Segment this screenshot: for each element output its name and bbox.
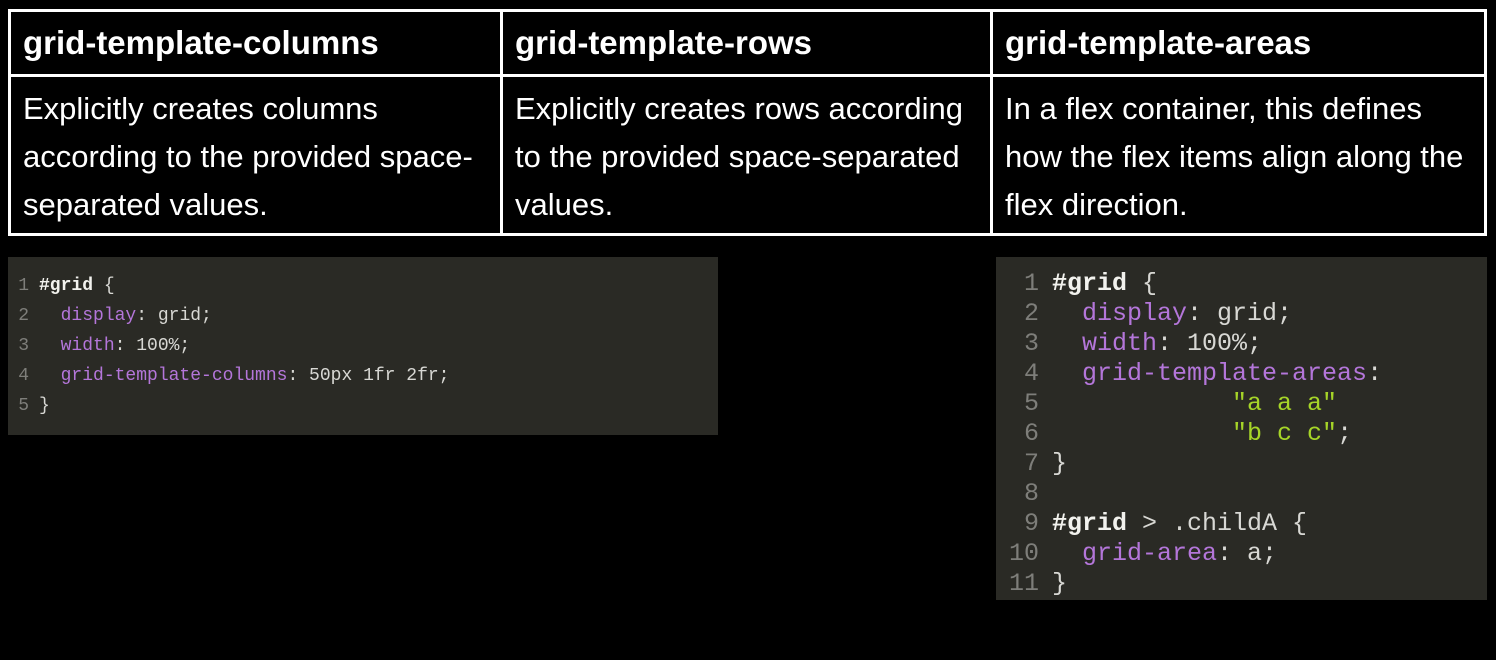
line-number: 5 [18,396,29,416]
line-number: 1 [18,276,29,296]
code-token-plain: : 50px 1fr 2fr; [287,366,450,386]
code-token-plain [39,366,61,386]
line-number: 1 [1023,269,1039,298]
table-header-grid-template-columns: grid-template-columns [8,9,503,77]
code-block-grid-template-areas: 1#grid {2 display: grid;3 width: 100%;4 … [996,257,1487,600]
code-line: 3 width: 100%; [17,331,718,361]
code-block-grid-template-columns: 1#grid {2 display: grid;3 width: 100%;4 … [8,257,718,435]
code-examples-row: 1#grid {2 display: grid;3 width: 100%;4 … [8,257,1487,600]
code-line: 10 grid-area: a; [1008,539,1487,569]
code-token-plain [1052,419,1232,448]
line-number: 11 [1008,569,1039,598]
line-number: 4 [1023,359,1039,388]
code-token-selector: #grid [1052,269,1128,298]
line-number: 4 [18,366,29,386]
code-token-plain: { [93,276,115,296]
code-token-plain: } [39,396,50,416]
code-line: 1 #grid { [1008,269,1487,299]
code-token-selector: #grid [39,276,94,296]
code-token-plain [1052,359,1082,388]
code-line: 4 grid-template-columns: 50px 1fr 2fr; [17,361,718,391]
code-token-plain: : a; [1217,539,1278,568]
code-token-property: grid-template-columns [60,366,288,386]
line-number: 8 [1023,479,1039,508]
code-token-plain [1052,389,1232,418]
line-number: 6 [1023,419,1039,448]
code-line: 6 "b c c"; [1008,419,1487,449]
code-token-plain: : grid; [136,306,212,326]
code-token-property: width [60,336,115,356]
code-token-plain: : 100%; [114,336,191,356]
code-token-plain: : [1367,359,1383,388]
code-token-plain: ; [1337,419,1353,448]
code-line: 3 width: 100%; [1008,329,1487,359]
code-token-plain: { [1127,269,1158,298]
code-token-property: display [1082,299,1188,328]
code-line: 5} [17,391,718,421]
code-token-property: grid-area [1082,539,1218,568]
table-header-grid-template-rows: grid-template-rows [500,9,993,77]
table-description-row: Explicitly creates columns according to … [8,74,1487,236]
line-number: 7 [1023,449,1039,478]
code-token-property: grid-template-areas [1082,359,1368,388]
code-line: 4 grid-template-areas: [1008,359,1487,389]
code-line: 5 "a a a" [1008,389,1487,419]
code-token-plain: : 100%; [1157,329,1263,358]
line-number: 2 [18,306,29,326]
code-token-plain: } [1052,449,1068,478]
page: grid-template-columns grid-template-rows… [8,9,1487,600]
description-grid-template-columns: Explicitly creates columns according to … [8,74,503,236]
code-line: 2 display: grid; [1008,299,1487,329]
line-number: 3 [1023,329,1039,358]
line-number: 10 [1008,539,1039,568]
code-line: 11} [1008,569,1487,599]
code-token-property: width [1082,329,1158,358]
code-token-plain [1052,539,1082,568]
grid-properties-table: grid-template-columns grid-template-rows… [8,9,1487,236]
code-token-plain [1052,299,1082,328]
code-line: 1 #grid { [17,271,718,301]
code-token-string: "b c c" [1232,419,1338,448]
code-token-string: "a a a" [1232,389,1338,418]
line-number: 9 [1023,509,1039,538]
code-token-plain: > .childA { [1127,509,1308,538]
code-token-plain: : grid; [1187,299,1293,328]
description-grid-template-rows: Explicitly creates rows according to the… [500,74,993,236]
table-header-row: grid-template-columns grid-template-rows… [8,9,1487,77]
code-line: 9 #grid > .childA { [1008,509,1487,539]
code-token-plain: } [1052,569,1068,598]
code-line: 7} [1008,449,1487,479]
line-number: 2 [1023,299,1039,328]
line-number: 5 [1023,389,1039,418]
code-line: 2 display: grid; [17,301,718,331]
description-grid-template-areas: In a flex container, this defines how th… [990,74,1487,236]
code-token-plain [1052,329,1082,358]
code-line: 8 [1008,479,1487,509]
table-header-grid-template-areas: grid-template-areas [990,9,1487,77]
code-token-plain [39,336,61,356]
code-token-plain [39,306,61,326]
code-token-property: display [60,306,137,326]
code-token-selector: #grid [1052,509,1128,538]
line-number: 3 [18,336,29,356]
